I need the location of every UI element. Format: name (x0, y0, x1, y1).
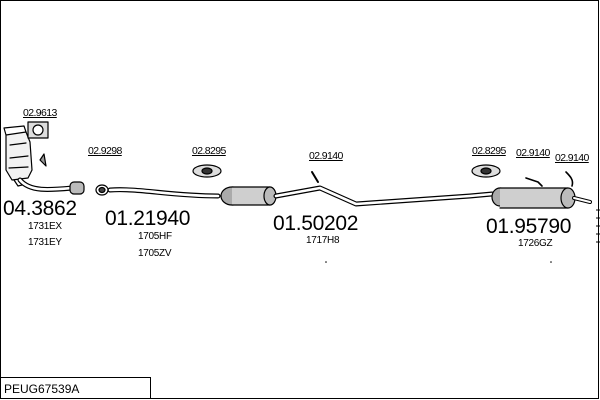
ref-label: 02.9140 (516, 147, 550, 159)
part-code: 1705HF (138, 231, 172, 242)
part-number: 01.50202 (273, 212, 359, 235)
clamp-02-9298 (95, 184, 109, 196)
part-number: 04.3862 (3, 197, 77, 220)
front-pipe-flange (69, 181, 85, 195)
part-code: 1731EY (28, 237, 62, 248)
diagram-id: PEUG67539A (4, 382, 80, 396)
diagram-id-box: PEUG67539A (1, 377, 151, 398)
part-code: 1717H8 (306, 235, 340, 246)
ref-label: 02.9140 (555, 152, 589, 164)
ref-label: 02.9140 (309, 150, 343, 162)
hanger-02-9140-b (525, 177, 543, 187)
gasket-02-9613 (27, 121, 49, 139)
hanger-02-9140-c (565, 171, 574, 187)
middle-silencer (220, 186, 277, 206)
ref-label: 02.9298 (88, 145, 122, 157)
part-code: 1705ZV (138, 248, 172, 259)
rubber-mount-02-8295-a (192, 164, 222, 178)
dot (325, 261, 327, 263)
ref-label: 02.8295 (472, 145, 506, 157)
ref-label: 02.9613 (23, 107, 57, 119)
rear-silencer (491, 187, 592, 209)
part-number: 01.95790 (486, 215, 572, 238)
part-number: 01.21940 (105, 207, 191, 230)
part-code: 1726GZ (518, 238, 553, 249)
dividers (596, 209, 600, 243)
part-code: 1731EX (28, 221, 62, 232)
hanger-02-9140-a (311, 171, 319, 183)
ref-label: 02.8295 (192, 145, 226, 157)
dot (550, 261, 552, 263)
rubber-mount-02-8295-b (471, 164, 501, 178)
catalytic-converter (3, 125, 47, 187)
